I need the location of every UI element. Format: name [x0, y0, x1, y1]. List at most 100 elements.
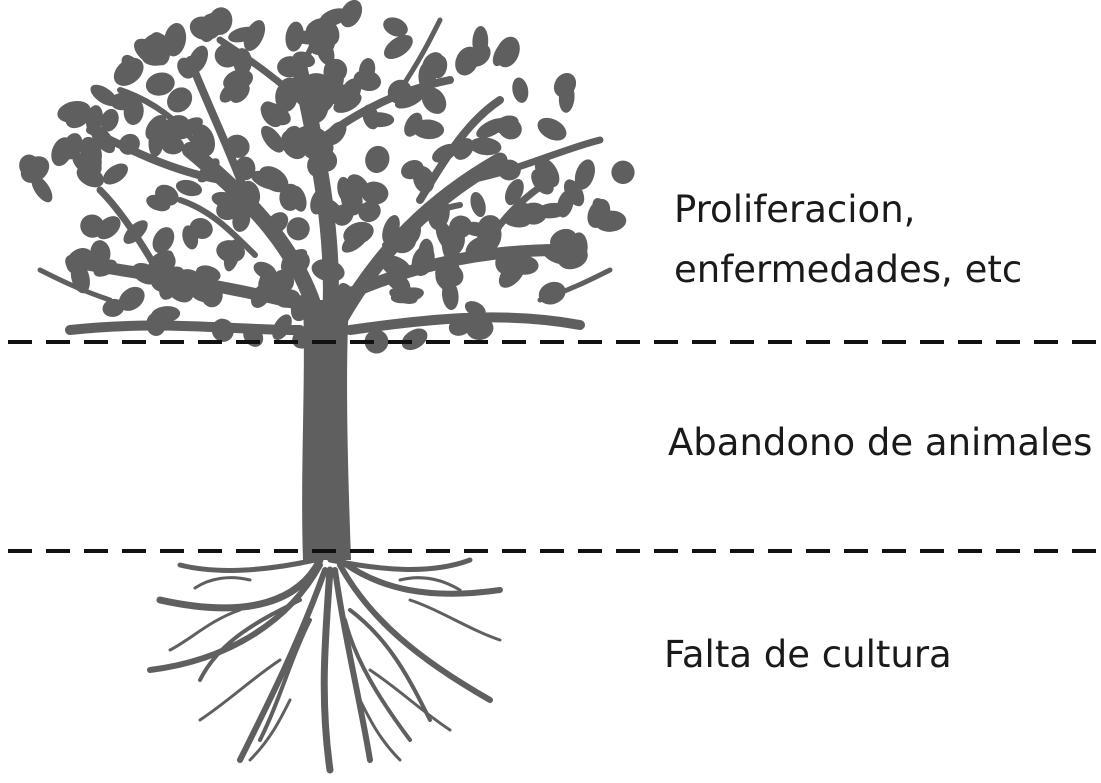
leaf — [192, 124, 216, 156]
leaf — [271, 269, 295, 293]
leaf — [90, 240, 111, 267]
leaf — [163, 115, 190, 136]
leaf — [110, 92, 134, 111]
leaf — [331, 89, 355, 107]
root-2 — [147, 562, 323, 673]
root-15 — [408, 598, 502, 642]
leaf — [65, 254, 86, 275]
leaf — [432, 143, 458, 163]
leaf — [211, 318, 234, 342]
leaf — [364, 329, 389, 354]
root-16 — [198, 658, 282, 722]
leaf — [476, 221, 502, 254]
leaf — [90, 125, 116, 154]
leaf — [325, 121, 347, 146]
leaf — [418, 62, 437, 93]
leaf — [611, 160, 635, 184]
root-4 — [320, 566, 334, 774]
leaf — [594, 210, 627, 232]
leaf — [394, 89, 425, 109]
leaf — [65, 104, 92, 129]
leaf — [308, 35, 335, 56]
leaf — [260, 102, 291, 126]
leaf — [497, 159, 521, 181]
leaf — [496, 36, 520, 68]
leaf — [468, 43, 491, 67]
leaf — [223, 239, 241, 272]
leaf — [79, 136, 102, 168]
leaf — [285, 21, 304, 52]
leaf — [538, 281, 566, 305]
tree-trunk — [302, 300, 351, 560]
leaf — [51, 137, 73, 167]
branch-4 — [329, 244, 566, 306]
leaf — [466, 317, 494, 340]
leaf — [145, 115, 167, 141]
root-5 — [332, 567, 373, 763]
leaf — [302, 136, 334, 161]
leaf — [121, 54, 140, 75]
leaf — [250, 170, 282, 190]
leaf — [197, 158, 220, 183]
branch-21 — [177, 197, 258, 258]
leaf — [401, 328, 428, 351]
root-19 — [398, 576, 462, 592]
leaf — [103, 163, 128, 185]
leaf — [504, 179, 524, 206]
leaf — [311, 259, 345, 282]
leaf — [421, 87, 447, 114]
root-10 — [198, 598, 302, 682]
leaf — [90, 84, 118, 107]
root-7 — [337, 557, 503, 597]
leaf — [100, 108, 119, 132]
leaf — [96, 216, 121, 240]
leaf — [574, 159, 595, 190]
leaf — [362, 104, 380, 130]
root-6 — [337, 562, 493, 703]
leaf — [261, 125, 285, 153]
leaf — [469, 137, 502, 156]
root-13 — [343, 618, 412, 742]
leaf — [365, 145, 390, 173]
crown-label-line-1: Proliferacion, — [674, 188, 916, 231]
leaf — [360, 181, 389, 205]
leaf — [498, 259, 526, 288]
leaf — [453, 138, 474, 160]
root-17 — [368, 668, 452, 732]
root-1 — [156, 556, 324, 612]
leaf — [512, 77, 529, 103]
root-20 — [248, 698, 292, 762]
leaf — [196, 265, 221, 282]
leaf — [279, 183, 302, 211]
leaf — [464, 301, 486, 318]
leaf — [118, 286, 145, 311]
roots-label: Falta de cultura — [664, 633, 952, 676]
leaf — [323, 60, 344, 91]
leaf — [150, 268, 174, 292]
leaf — [495, 250, 516, 275]
leaf — [383, 34, 413, 60]
leaf — [102, 298, 125, 317]
leaf — [382, 215, 400, 245]
leaf — [283, 129, 308, 152]
leaf — [76, 165, 104, 188]
leaf — [281, 250, 305, 271]
branch-19 — [37, 267, 113, 303]
trunk-body — [302, 300, 351, 560]
leaf — [232, 208, 251, 232]
leaf — [307, 153, 328, 178]
leaf — [266, 212, 289, 234]
leaf — [470, 191, 486, 218]
leaf — [152, 227, 175, 254]
leaf — [542, 244, 572, 265]
leaf — [553, 72, 577, 98]
leaf — [228, 26, 257, 43]
root-14 — [168, 608, 242, 652]
root-3 — [237, 567, 328, 763]
leaf — [568, 232, 588, 265]
leaf — [383, 17, 408, 37]
leaf — [208, 7, 233, 35]
leaf — [234, 156, 256, 181]
leaf — [401, 159, 424, 180]
